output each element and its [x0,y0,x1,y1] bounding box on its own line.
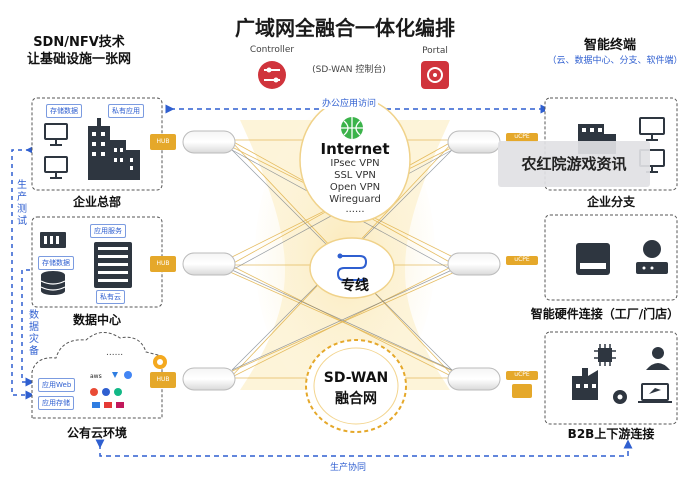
storage-device-icon [576,243,610,275]
hub-chips [150,134,176,388]
hub-label-cloud: HUB [156,376,170,383]
chip-icon [594,344,616,366]
controller-label: Controller [249,45,295,55]
dc-tag-storage: 存储数据 [38,256,74,270]
hq-tag-storage: 存储数据 [46,104,82,118]
vpn-item-ipsec: IPsec VPN [330,158,380,169]
monitor-icon [44,156,68,179]
hardware-label: 智能硬件连接（工厂/门店） [530,307,680,321]
cloud-tag-storage: 应用存储 [38,396,74,410]
disaster-recovery-label: 数据灾备 [28,310,40,358]
server-rack-icon [94,242,132,288]
b2b-box [544,331,678,425]
disaster-recovery-link [21,269,35,387]
cpe-chips [506,133,538,398]
dc-tag-private-cloud: 私有云 [96,290,125,304]
controller-sub: (SD-WAN 控制台) [312,65,386,75]
cpe-label-branch: uCPE [514,133,530,140]
sdwan-cloud [305,339,407,433]
database-icon [40,271,66,295]
vpn-item-more: ...... [345,204,365,215]
tube-right [447,130,501,391]
public-cloud-label: 公有云环境 [66,426,127,440]
cloud-tag-web: 应用Web [38,378,76,392]
vpn-item-openvpn: Open VPN [329,182,381,193]
internet-title: Internet [320,140,390,158]
leased-line-title: 专线 [341,278,369,294]
laptop-plane-icon [638,383,672,403]
factory-icon [572,368,598,400]
user-icon [646,347,670,370]
controller-icon [258,61,286,89]
sdwan-title: SD-WAN [323,370,389,386]
hardware-box [544,214,678,301]
svg-text:aws: aws [90,373,102,380]
leased-line-cloud [309,237,395,299]
watermark-overlay: 农红院游戏资讯 [498,141,650,187]
production-collab-label: 生产协同 [330,463,367,473]
right-header-title: 智能终端 [583,38,636,53]
portal-icon [421,61,449,89]
router-icon [636,240,668,274]
open-source-icon [153,355,167,369]
cloud-more-dots: ...... [106,348,124,358]
hub-label-hq: HUB [156,138,170,145]
left-header-line2: 让基础设施一张网 [26,52,131,67]
sdwan-subtitle: 融合网 [335,391,377,407]
cloud-vendor-logos: aws [90,371,132,408]
portal-label: Portal [422,46,448,56]
dc-label: 数据中心 [72,313,121,327]
hq-label: 企业总部 [72,195,121,209]
production-test-link [11,145,35,400]
building-icon [88,118,140,180]
branch-label: 企业分支 [586,195,635,209]
cpe-label-hardware: uCPE [514,256,530,263]
production-test-label: 生产测试 [16,180,28,228]
monitor-icon [639,117,665,141]
server-icon [40,232,66,248]
monitor-icon [44,123,68,146]
vpn-item-wireguard: Wireguard [329,194,381,205]
hub-label-dc: HUB [156,260,170,267]
hq-tag-private-app: 私有应用 [108,104,144,118]
production-collab-link [95,439,633,457]
left-header-line1: SDN/NFV技术 [33,35,125,50]
dc-tag-app-service: 应用服务 [90,224,126,238]
right-header-subtitle: （云、数据中心、分支、软件端） [547,56,683,66]
vpn-item-ssl: SSL VPN [334,170,376,181]
gear-icon [613,390,627,404]
tube-left [182,130,236,391]
page-title: 广域网全融合一体化编排 [235,16,455,40]
b2b-label: B2B上下游连接 [567,427,655,441]
office-access-label: 办公应用访问 [320,96,379,109]
cpe-label-b2b: uCPE [514,371,530,378]
